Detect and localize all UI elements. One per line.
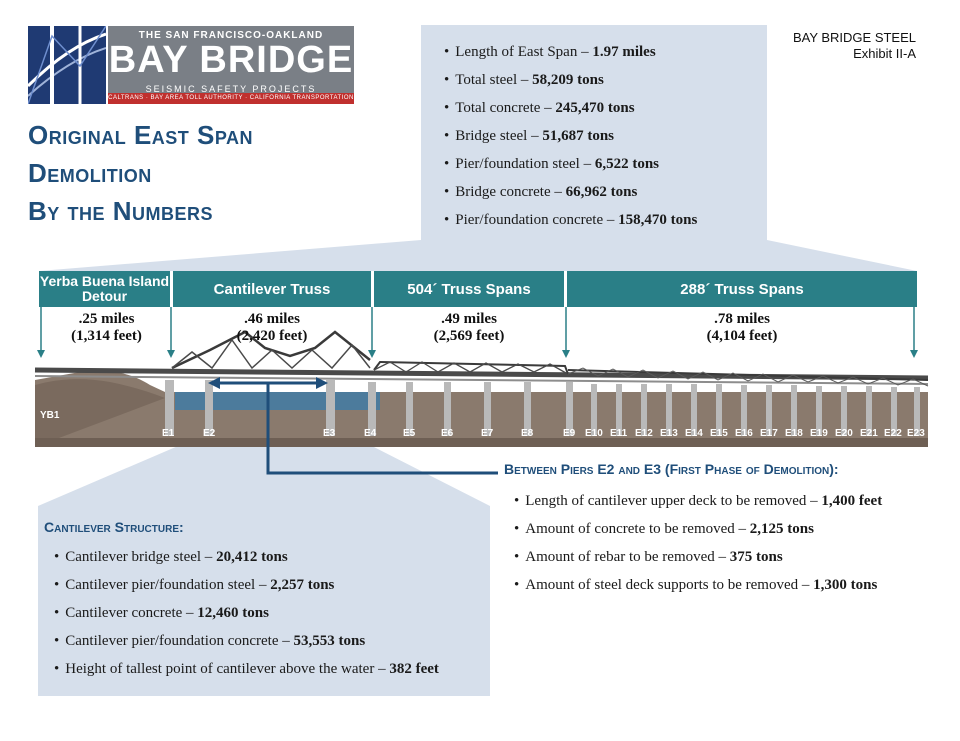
truss-288 bbox=[567, 369, 929, 381]
pier-label: E21 bbox=[860, 428, 878, 439]
pier-label: E14 bbox=[685, 428, 703, 439]
title-line-3: By the Numbers bbox=[28, 196, 214, 226]
cantilever-truss bbox=[171, 330, 371, 370]
truss-504 bbox=[373, 360, 569, 375]
span-288-truss: 288´ Truss Spans bbox=[567, 271, 917, 307]
totals-list: Length of East Span – 1.97 miles Total s… bbox=[444, 38, 697, 234]
between-piers-list: Length of cantilever upper deck to be re… bbox=[514, 487, 882, 599]
pier-label: E8 bbox=[521, 428, 534, 439]
list-item: Cantilever concrete – 12,460 tons bbox=[54, 599, 439, 627]
pier-label: E9 bbox=[563, 428, 576, 439]
pier-label: E16 bbox=[735, 428, 753, 439]
pier-label: E6 bbox=[441, 428, 454, 439]
pier-label: E10 bbox=[585, 428, 603, 439]
span-distance: .25 miles(1,314 feet) bbox=[71, 311, 142, 344]
list-item: Pier/foundation concrete – 158,470 tons bbox=[444, 206, 697, 234]
logo-top-text: THE SAN FRANCISCO-OAKLAND bbox=[138, 30, 324, 41]
list-item: Bridge steel – 51,687 tons bbox=[444, 122, 697, 150]
pier-label: E7 bbox=[481, 428, 494, 439]
logo-sub-text: SEISMIC SAFETY PROJECTS bbox=[145, 84, 317, 94]
list-item: Cantilever pier/foundation steel – 2,257… bbox=[54, 571, 439, 599]
demolition-range-arrow bbox=[208, 377, 498, 475]
island-shape bbox=[35, 379, 165, 447]
span-distance: .78 miles(4,104 feet) bbox=[706, 311, 778, 344]
pier-label: E12 bbox=[635, 428, 653, 439]
pier-label: E20 bbox=[835, 428, 853, 439]
pier-label: E19 bbox=[810, 428, 828, 439]
exhibit-subtitle: Exhibit II-A bbox=[853, 46, 916, 61]
bridge-mark-icon bbox=[28, 26, 106, 104]
cantilever-list: Cantilever bridge steel – 20,412 tons Ca… bbox=[54, 543, 439, 683]
pier-label: E3 bbox=[323, 428, 336, 439]
span-504-truss: 504´ Truss Spans bbox=[374, 271, 564, 307]
logo-agencies: CALTRANS · BAY AREA TOLL AUTHORITY · CAL… bbox=[108, 93, 354, 112]
page-title: Original East Span Demolition By the Num… bbox=[28, 116, 253, 230]
exhibit-title: BAY BRIDGE STEEL bbox=[792, 30, 916, 45]
list-item: Cantilever bridge steel – 20,412 tons bbox=[54, 543, 439, 571]
pier-label: E15 bbox=[710, 428, 728, 439]
pier-label: E5 bbox=[403, 428, 416, 439]
between-piers-heading: Between Piers E2 and E3 (First Phase of … bbox=[504, 461, 839, 477]
logo-bridge-mark bbox=[28, 26, 106, 104]
span-markers bbox=[40, 307, 915, 352]
pier-label: E1 bbox=[162, 428, 175, 439]
pier-label-yb1: YB1 bbox=[40, 410, 60, 421]
pier-columns bbox=[165, 380, 920, 436]
span-cantilever-truss: Cantilever Truss bbox=[173, 271, 371, 307]
list-item: Length of East Span – 1.97 miles bbox=[444, 38, 697, 66]
span-distance: .46 miles(2,420 feet) bbox=[236, 311, 308, 344]
cantilever-heading: Cantilever Structure: bbox=[44, 519, 184, 535]
list-item: Length of cantilever upper deck to be re… bbox=[514, 487, 882, 515]
title-line-1: Original East Span bbox=[28, 120, 254, 150]
list-item: Total steel – 58,209 tons bbox=[444, 66, 697, 94]
list-item: Total concrete – 245,470 tons bbox=[444, 94, 697, 122]
pier-label: E13 bbox=[660, 428, 678, 439]
pier-label: E4 bbox=[364, 428, 377, 439]
span-distance: .49 miles(2,569 feet) bbox=[433, 311, 505, 344]
title-line-2: Demolition bbox=[28, 158, 152, 188]
logo: THE SAN FRANCISCO-OAKLAND BAY BRIDGE SEI… bbox=[108, 26, 354, 104]
pier-label: E11 bbox=[610, 428, 628, 439]
exhibit-label: BAY BRIDGE STEEL Exhibit II-A bbox=[793, 30, 916, 62]
ground-shape bbox=[35, 370, 928, 447]
list-item: Amount of steel deck supports to be remo… bbox=[514, 571, 882, 599]
pier-label: E23 bbox=[907, 428, 925, 439]
pier-label: E17 bbox=[760, 428, 778, 439]
list-item: Cantilever pier/foundation concrete – 53… bbox=[54, 627, 439, 655]
pier-label: E2 bbox=[203, 428, 216, 439]
list-item: Amount of concrete to be removed – 2,125… bbox=[514, 515, 882, 543]
span-yerba-buena: Yerba Buena Island Detour bbox=[39, 271, 170, 307]
list-item: Height of tallest point of cantilever ab… bbox=[54, 655, 439, 683]
pier-label: E22 bbox=[884, 428, 902, 439]
pier-label: E18 bbox=[785, 428, 803, 439]
list-item: Bridge concrete – 66,962 tons bbox=[444, 178, 697, 206]
list-item: Pier/foundation steel – 6,522 tons bbox=[444, 150, 697, 178]
logo-main-text: BAY BRIDGE bbox=[108, 39, 354, 81]
list-item: Amount of rebar to be removed – 375 tons bbox=[514, 543, 882, 571]
